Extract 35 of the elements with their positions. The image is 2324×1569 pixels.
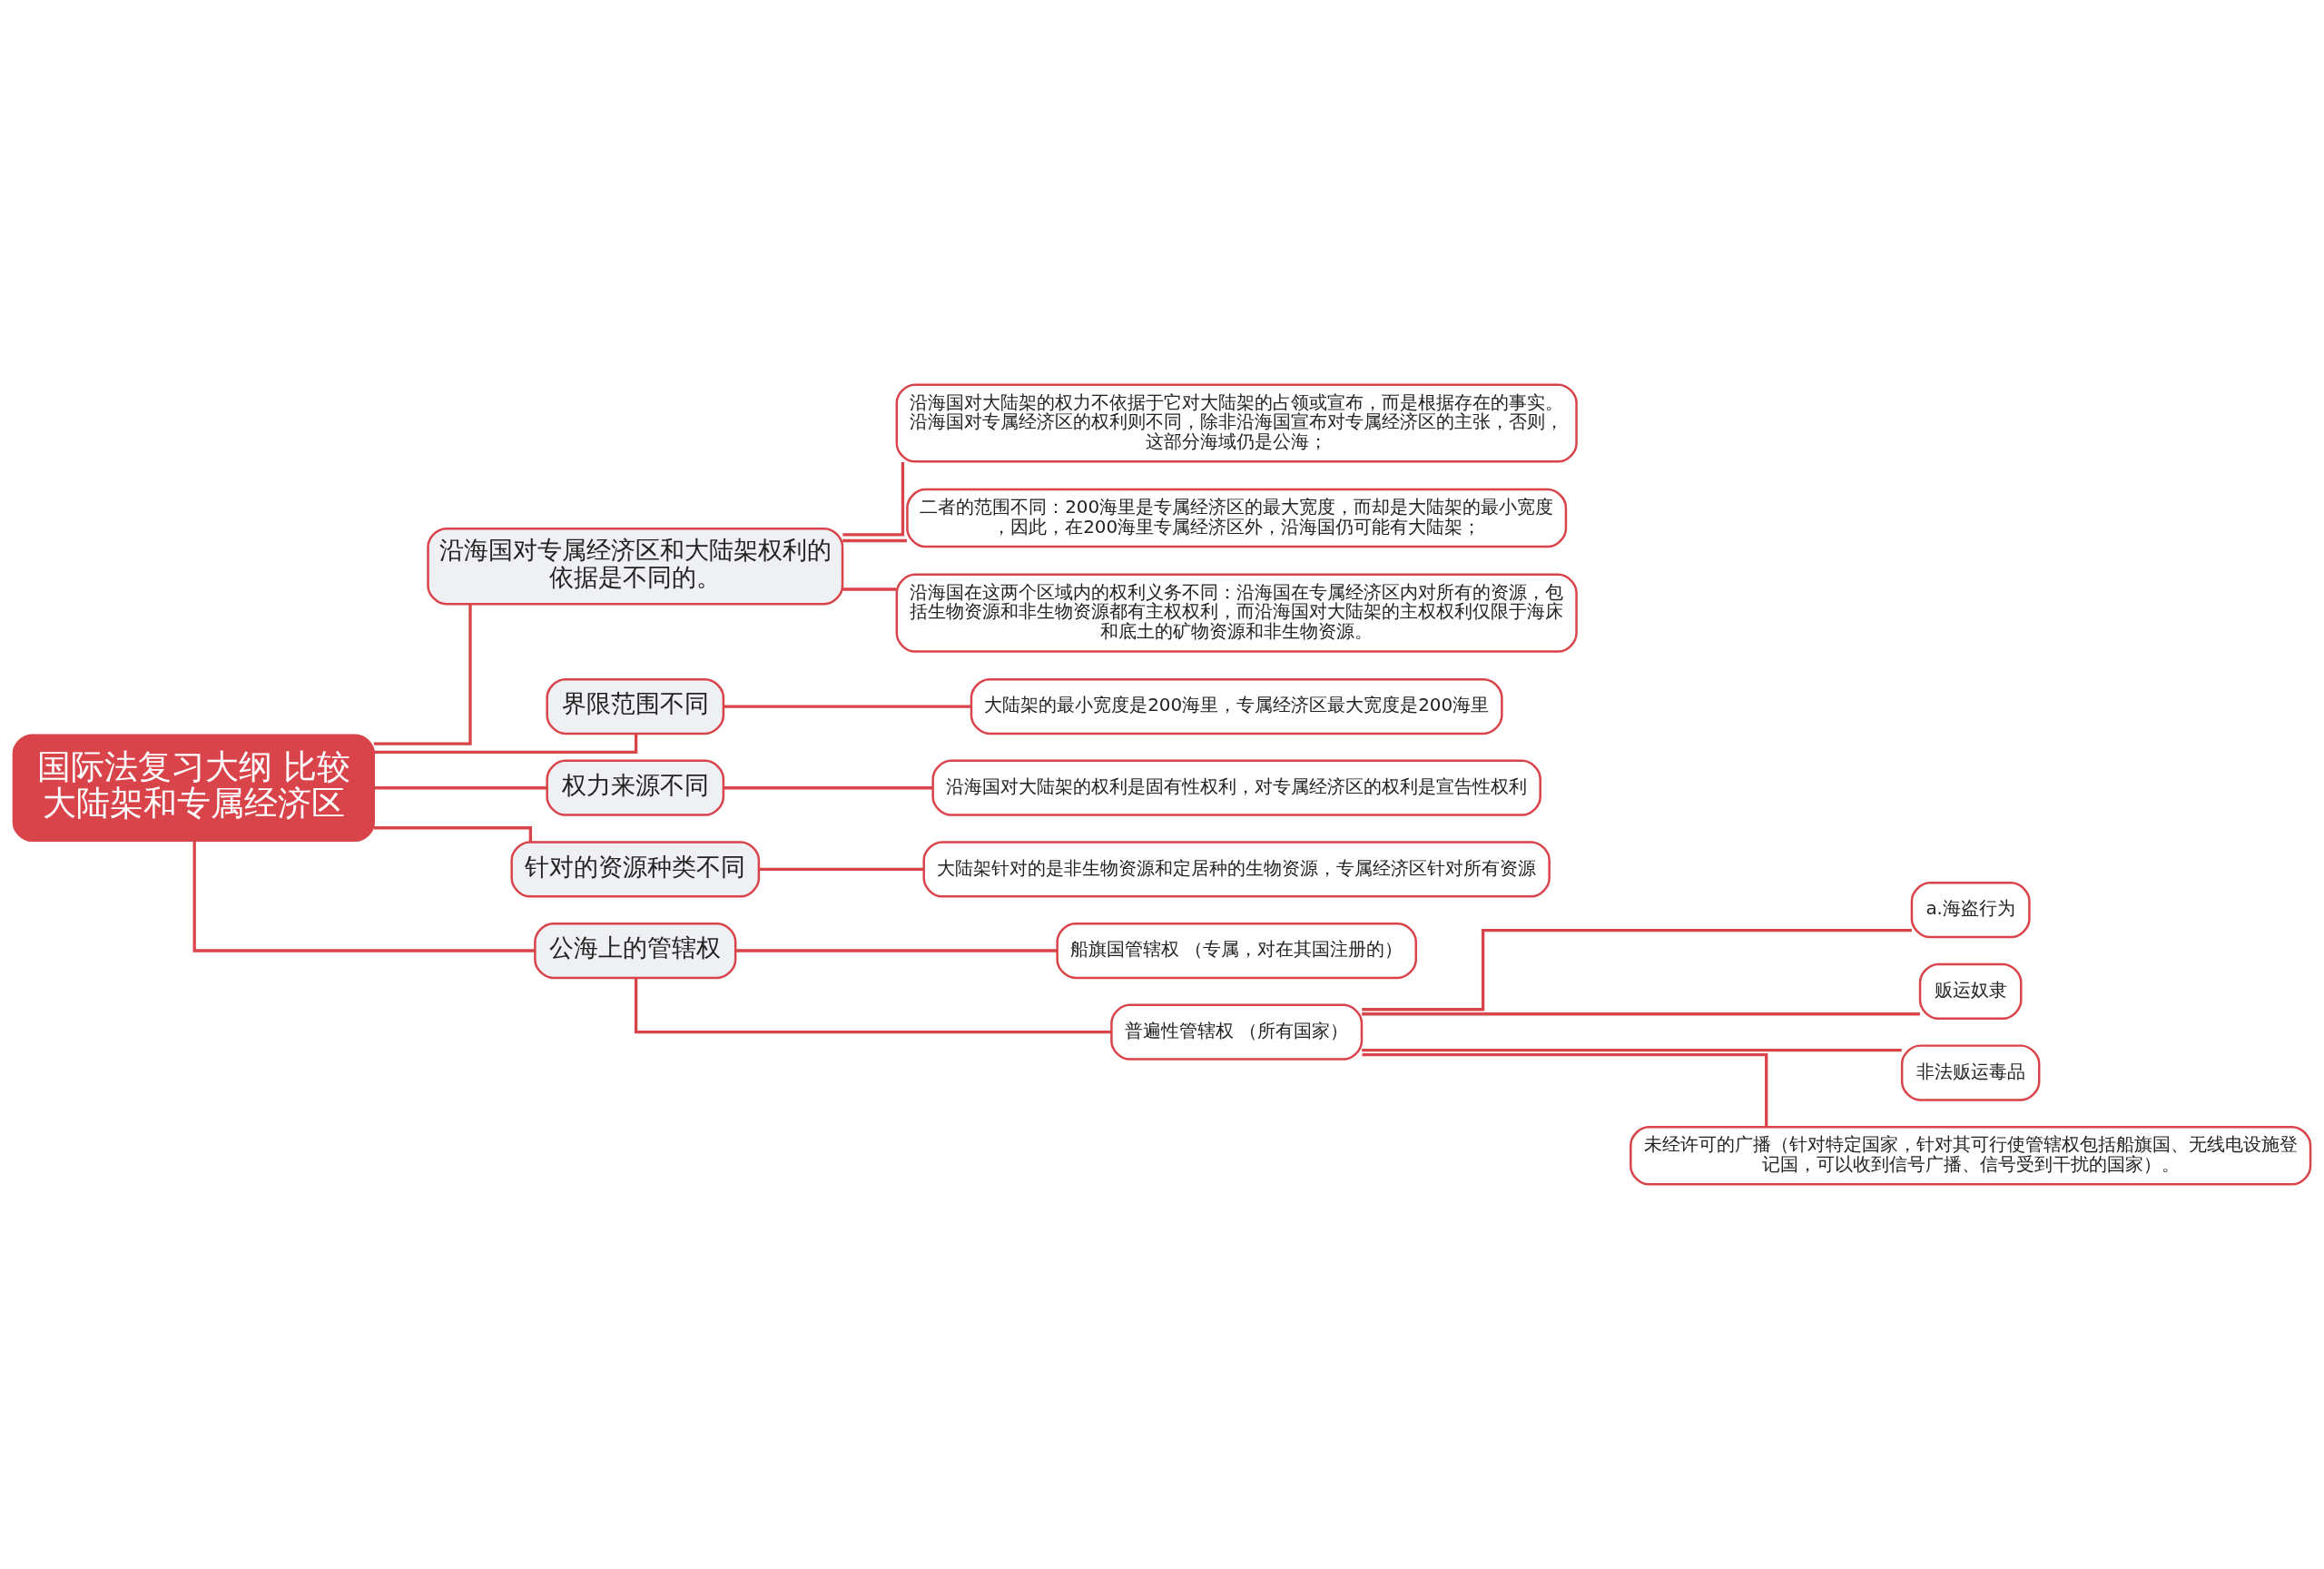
node-box: 大陆架针对的是非生物资源和定居种的生物资源，专属经济区针对所有资源 — [922, 841, 1551, 898]
node-box: 非法贩运毒品 — [1900, 1044, 2041, 1101]
node-box: a.海盗行为 — [1910, 882, 2031, 939]
connector — [724, 786, 932, 790]
node-box: 界限范围不同 — [546, 677, 725, 735]
node-box: 沿海国在这两个区域内的权利义务不同：沿海国在专属经济区内对所有的资源，包括生物资源和非生物资源都有主权权利，而沿海国对大陆架的主权权利仅限于海床和底土的矿物资源和非生物资源。 — [895, 573, 1578, 653]
connector — [842, 587, 897, 591]
node-box: 针对的资源种类不同 — [510, 841, 761, 898]
node-box: 大陆架的最小宽度是200海里，专属经济区最大宽度是200海里 — [970, 677, 1503, 735]
connector — [842, 538, 907, 543]
node-box: 沿海国对大陆架的权力不依据于它对大陆架的占领或宣布，而是根据存在的事实。沿海国对专属经济区的权利则不同，除非沿海国宣布对专属经济区的主张，否则，这部分海域仍是公海； — [895, 383, 1578, 463]
node-box: 公海上的管辖权 — [534, 922, 737, 980]
connector — [373, 826, 533, 843]
node-box: 船旗国管辖权 （专属，对在其国注册的） — [1056, 922, 1417, 980]
connector — [192, 840, 535, 952]
connector — [374, 734, 638, 755]
connector — [373, 786, 547, 790]
connector — [759, 867, 924, 872]
connector — [634, 978, 1112, 1034]
connector — [1362, 1052, 1768, 1128]
node-box: 沿海国对专属经济区和大陆架权利的依据是不同的。 — [427, 527, 844, 606]
node-box: 普遍性管辖权 （所有国家） — [1110, 1003, 1364, 1061]
node-box: 二者的范围不同：200海里是专属经济区的最大宽度，而却是大陆架的最小宽度，因此，在200海里专属经济区外，沿海国仍可能有大陆架； — [906, 488, 1568, 548]
node-box: 未经许可的广播（针对特定国家，针对其可行使管辖权包括船旗国、无线电设施登记国，可以收到信号广播、信号受到干扰的国家）。 — [1630, 1126, 2312, 1186]
connector — [373, 604, 472, 745]
connector — [1362, 1012, 1920, 1016]
node-box: 贩运奴隶 — [1918, 962, 2023, 1020]
node-box: 沿海国对大陆架的权利是固有性权利，对专属经济区的权利是宣告性权利 — [931, 759, 1541, 816]
node-box: 国际法复习大纲 比较大陆架和专属经济区 — [12, 734, 375, 843]
connector — [735, 949, 1058, 952]
connector — [724, 705, 971, 708]
connector — [1362, 1048, 1902, 1052]
node-box: 权力来源不同 — [546, 759, 725, 816]
connector — [842, 461, 905, 537]
connector — [1362, 928, 1912, 1011]
